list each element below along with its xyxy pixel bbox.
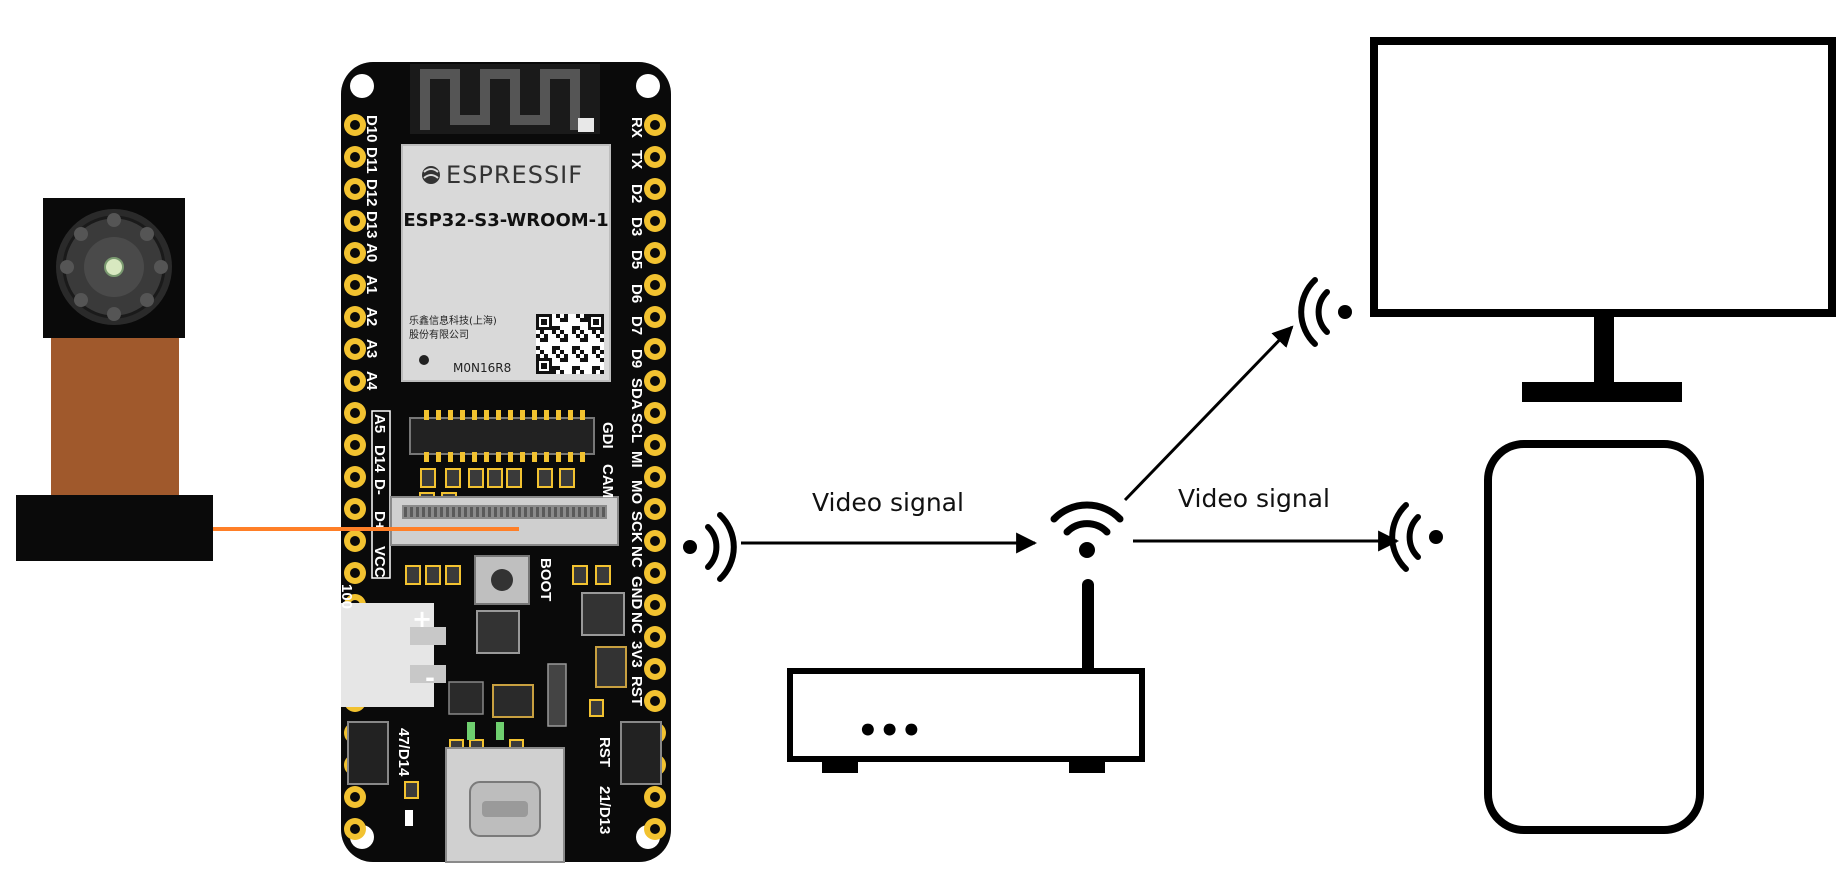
cam-connector xyxy=(390,496,619,546)
right-pin-label: MO xyxy=(628,480,645,504)
left-pin-label: A3 xyxy=(363,339,380,358)
qr-code-icon xyxy=(536,314,604,374)
camera-module xyxy=(16,198,213,561)
arrow-router-to-monitor xyxy=(1123,325,1294,502)
right-pin-label: 3V3 xyxy=(628,641,645,668)
maker-line-2: 股份有限公司 xyxy=(409,328,469,341)
wifi-broadcast-icon xyxy=(1389,502,1443,572)
right-pin-label: NC xyxy=(628,546,645,568)
wifi-broadcast-icon xyxy=(683,512,737,582)
left-side-connector xyxy=(347,721,389,785)
plus-sign: + xyxy=(412,605,432,633)
battery-pad xyxy=(341,603,446,707)
module-brand: ESPRESSIF xyxy=(446,161,583,189)
right-pin-label: D9 xyxy=(628,349,645,368)
right-pin-label: SCL xyxy=(628,413,645,443)
left-lower-pin-label: D+ xyxy=(371,511,388,531)
right-pin-label: D7 xyxy=(628,316,645,335)
right-pin-label: NC xyxy=(628,612,645,634)
usb-c-icon xyxy=(445,747,565,863)
left-pin-label: D12 xyxy=(363,179,380,207)
chip-code: M0N16R8 xyxy=(453,361,511,375)
left-lower-pin-label: D- xyxy=(371,479,388,495)
right-pin-label: D5 xyxy=(628,250,645,269)
right-pin-label: SDA xyxy=(628,378,645,410)
signal-label-router: Video signal xyxy=(812,488,964,517)
pin1-dot xyxy=(419,355,429,365)
rst-label: RST xyxy=(596,737,613,767)
espressif-logo-icon xyxy=(422,166,440,184)
cam-label: CAM xyxy=(599,464,616,498)
chips xyxy=(448,592,627,727)
module-name: ESP32-S3-WROOM-1 xyxy=(403,210,608,231)
left-lower-label-box xyxy=(371,410,391,579)
gdi-connector xyxy=(409,410,595,462)
boot-button xyxy=(474,555,530,605)
camera-connector xyxy=(16,495,213,561)
antenna-icon xyxy=(410,64,600,134)
monitor-icon xyxy=(1370,37,1836,402)
left-lower-pin-label: D14 xyxy=(371,445,388,473)
router-dots: ••• xyxy=(857,711,922,751)
boot-label: BOOT xyxy=(537,558,554,601)
left-pin-label: D10 xyxy=(363,115,380,143)
right-pin-label: D3 xyxy=(628,217,645,236)
right-pin-label: D6 xyxy=(628,284,645,303)
esp32-board: ESPRESSIF ESP32-S3-WROOM-1 乐鑫信息科技(上海) 股份… xyxy=(338,62,671,863)
minus-sign: - xyxy=(425,664,435,692)
right-side-connector xyxy=(620,721,662,785)
left-pin-label: D13 xyxy=(363,211,380,239)
right-pin-label: TX xyxy=(628,150,645,169)
bottom-right-label: 21/D13 xyxy=(596,786,613,834)
bottom-left-label: 47/D14 xyxy=(395,728,412,777)
left-pin-label: D11 xyxy=(363,147,380,174)
right-pin-label: MI xyxy=(628,451,645,468)
wifi-router-icon: ••• xyxy=(787,501,1145,773)
maker-line-1: 乐鑫信息科技(上海) xyxy=(409,314,497,327)
right-pin-label: RST xyxy=(628,676,645,706)
router-body xyxy=(787,668,1145,762)
left-pin-label: A2 xyxy=(363,307,380,326)
signal-label-phone: Video signal xyxy=(1178,484,1330,513)
left-lower-pin-label: A5 xyxy=(371,414,388,433)
right-pin-label: D2 xyxy=(628,184,645,203)
gdi-label: GDI xyxy=(599,422,616,449)
wifi-broadcast-icon xyxy=(1298,277,1352,347)
right-pin-label: RX xyxy=(628,117,645,138)
right-pin-label: SCK xyxy=(628,511,645,543)
pad-label: 100 xyxy=(338,584,355,609)
left-pin-label: A0 xyxy=(363,243,380,262)
phone-icon xyxy=(1484,440,1704,834)
right-pin-column xyxy=(644,114,666,840)
camera-ribbon xyxy=(51,336,179,498)
camera-lens-icon xyxy=(56,209,172,325)
left-lower-pin-label: VCC xyxy=(371,546,388,578)
esp-module: ESPRESSIF ESP32-S3-WROOM-1 乐鑫信息科技(上海) 股份… xyxy=(401,144,611,382)
leds xyxy=(405,722,504,826)
left-pin-label: A1 xyxy=(363,275,380,294)
left-pin-label: A4 xyxy=(363,371,380,391)
right-pin-label: GND xyxy=(628,576,645,610)
